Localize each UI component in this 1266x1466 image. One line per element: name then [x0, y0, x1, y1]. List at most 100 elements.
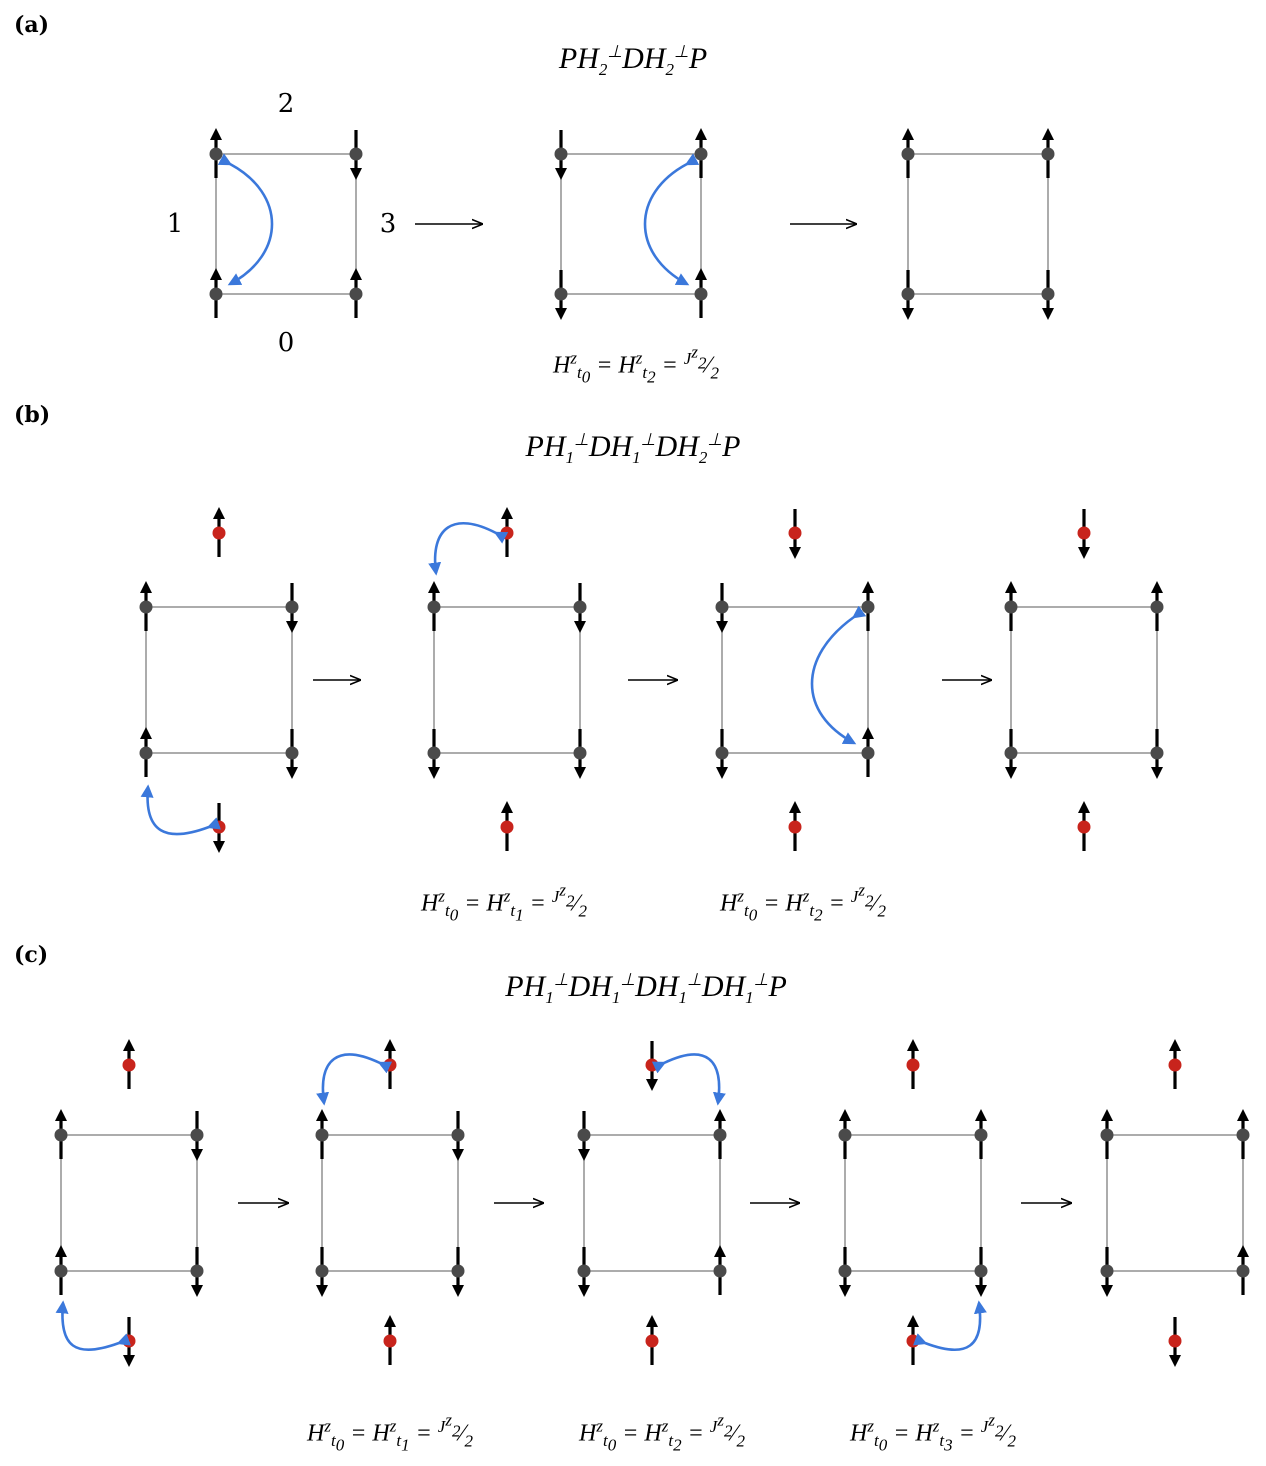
plaquette-site-dot [315, 1128, 329, 1142]
external-bottom-spin [1077, 801, 1091, 851]
spin-down-arrowhead [789, 547, 801, 559]
plaquette-site-dot [974, 1264, 988, 1278]
spin-down-arrowhead [578, 1285, 590, 1297]
plaquette-site-dot [1236, 1264, 1250, 1278]
spin-up-arrowhead [123, 1039, 135, 1051]
external-bottom-spin [500, 801, 514, 851]
site-0-spin [577, 1247, 591, 1297]
plaquette-site-dot [577, 1128, 591, 1142]
plaquette-site-dot [349, 287, 363, 301]
spin-up-arrowhead [862, 727, 874, 739]
plaquette-site-dot [901, 287, 915, 301]
plaquette-bonds [145, 606, 293, 754]
plaquette-site-dot [54, 1128, 68, 1142]
spin-up-arrowhead [384, 1039, 396, 1051]
panel-b-exchange-arrow-1 [140, 784, 222, 836]
external-site-dot [500, 526, 514, 540]
spin-up-arrowhead [428, 581, 440, 593]
panel-a-exchange-arrow-1 [217, 153, 274, 286]
external-top-spin [1168, 1039, 1182, 1089]
panel-a-exchange-arrow-2 [643, 153, 700, 286]
plaquette-site-dot [573, 600, 587, 614]
spin-up-arrowhead [695, 128, 707, 140]
plaquette-site-dot [209, 147, 223, 161]
plaquette-site-dot [1041, 147, 1055, 161]
site-3-spin [1150, 729, 1164, 779]
plaquette-bonds [844, 1134, 982, 1272]
site-3-spin [861, 727, 875, 777]
panel-c-label: (c) [14, 942, 49, 968]
site-1-spin [315, 1109, 329, 1159]
plaquette-site-dot [139, 600, 153, 614]
spin-up-arrowhead [1078, 801, 1090, 813]
spin-down-arrowhead [1151, 767, 1163, 779]
plaquette-site-dot [190, 1128, 204, 1142]
site-1-spin [54, 1109, 68, 1159]
site-1-spin [1004, 581, 1018, 631]
spin-down-arrowhead [1078, 547, 1090, 559]
external-top-spin [212, 507, 226, 557]
external-bottom-spin [645, 1315, 659, 1365]
spin-up-arrowhead [55, 1245, 67, 1257]
panel-b-label: (b) [14, 402, 51, 428]
spin-up-arrowhead [695, 268, 707, 280]
plaquette-site-dot [861, 600, 875, 614]
plaquette-site-dot [573, 746, 587, 760]
spin-up-arrowhead [1101, 1109, 1113, 1121]
site-1-spin [427, 581, 441, 631]
external-bottom-spin [788, 801, 802, 851]
site-2-spin [713, 1109, 727, 1159]
plaquette-site-dot [861, 746, 875, 760]
panel-b-exchange-arrow-2 [428, 522, 509, 576]
spin-up-arrowhead [1005, 581, 1017, 593]
spin-down-arrowhead [286, 621, 298, 633]
spin-up-arrowhead [140, 581, 152, 593]
spin-up-arrowhead [646, 1315, 658, 1327]
plaquette-site-dot [427, 746, 441, 760]
site-0-spin [715, 729, 729, 779]
spin-down-arrowhead [1101, 1285, 1113, 1297]
site-0-spin [554, 270, 568, 320]
panel-c-plaquette-5 [1100, 1039, 1250, 1367]
site-3-spin [349, 268, 363, 318]
external-site-dot [788, 820, 802, 834]
site-3-spin [1236, 1245, 1250, 1295]
panel-c-plaquette-3 [577, 1041, 727, 1365]
spin-down-arrowhead [1169, 1355, 1181, 1367]
spin-up-arrowhead [789, 801, 801, 813]
external-site-dot [383, 1334, 397, 1348]
site-label-0: 0 [277, 328, 295, 358]
panel-b-plaquette-2 [427, 507, 587, 851]
panel-b-plaquette-1 [139, 507, 299, 853]
site-3-spin [974, 1247, 988, 1297]
external-site-dot [906, 1334, 920, 1348]
panel-b-exchange-arrow-3 [810, 605, 867, 745]
plaquette-site-dot [451, 1128, 465, 1142]
panel-c-exchange-arrow-4 [912, 1300, 987, 1352]
spin-down-arrowhead [316, 1285, 328, 1297]
spin-up-arrowhead [714, 1245, 726, 1257]
plaquette-bonds [583, 1134, 721, 1272]
plaquette-site-dot [315, 1264, 329, 1278]
site-2-spin [285, 583, 299, 633]
panel-a-equation: Hzt0 = Hzt2 = Jz2⁄2 [553, 342, 719, 387]
panel-b-formula: PH1⊥DH1⊥DH2⊥P [525, 430, 741, 467]
external-top-spin [122, 1039, 136, 1089]
site-1-spin [715, 583, 729, 633]
spin-down-arrowhead [213, 841, 225, 853]
panel-a-label: (a) [14, 12, 50, 38]
site-1-spin [901, 128, 915, 178]
site-0-spin [315, 1247, 329, 1297]
spin-down-arrowhead [555, 168, 567, 180]
spin-down-arrowhead [839, 1285, 851, 1297]
external-site-dot [122, 1058, 136, 1072]
external-top-spin [645, 1041, 659, 1091]
plaquette-site-dot [1041, 287, 1055, 301]
spin-up-arrowhead [902, 128, 914, 140]
spin-up-arrowhead [140, 727, 152, 739]
plaquette-site-dot [1150, 600, 1164, 614]
site-0-spin [901, 270, 915, 320]
plaquette-bonds [215, 153, 357, 295]
plaquette-site-dot [713, 1264, 727, 1278]
